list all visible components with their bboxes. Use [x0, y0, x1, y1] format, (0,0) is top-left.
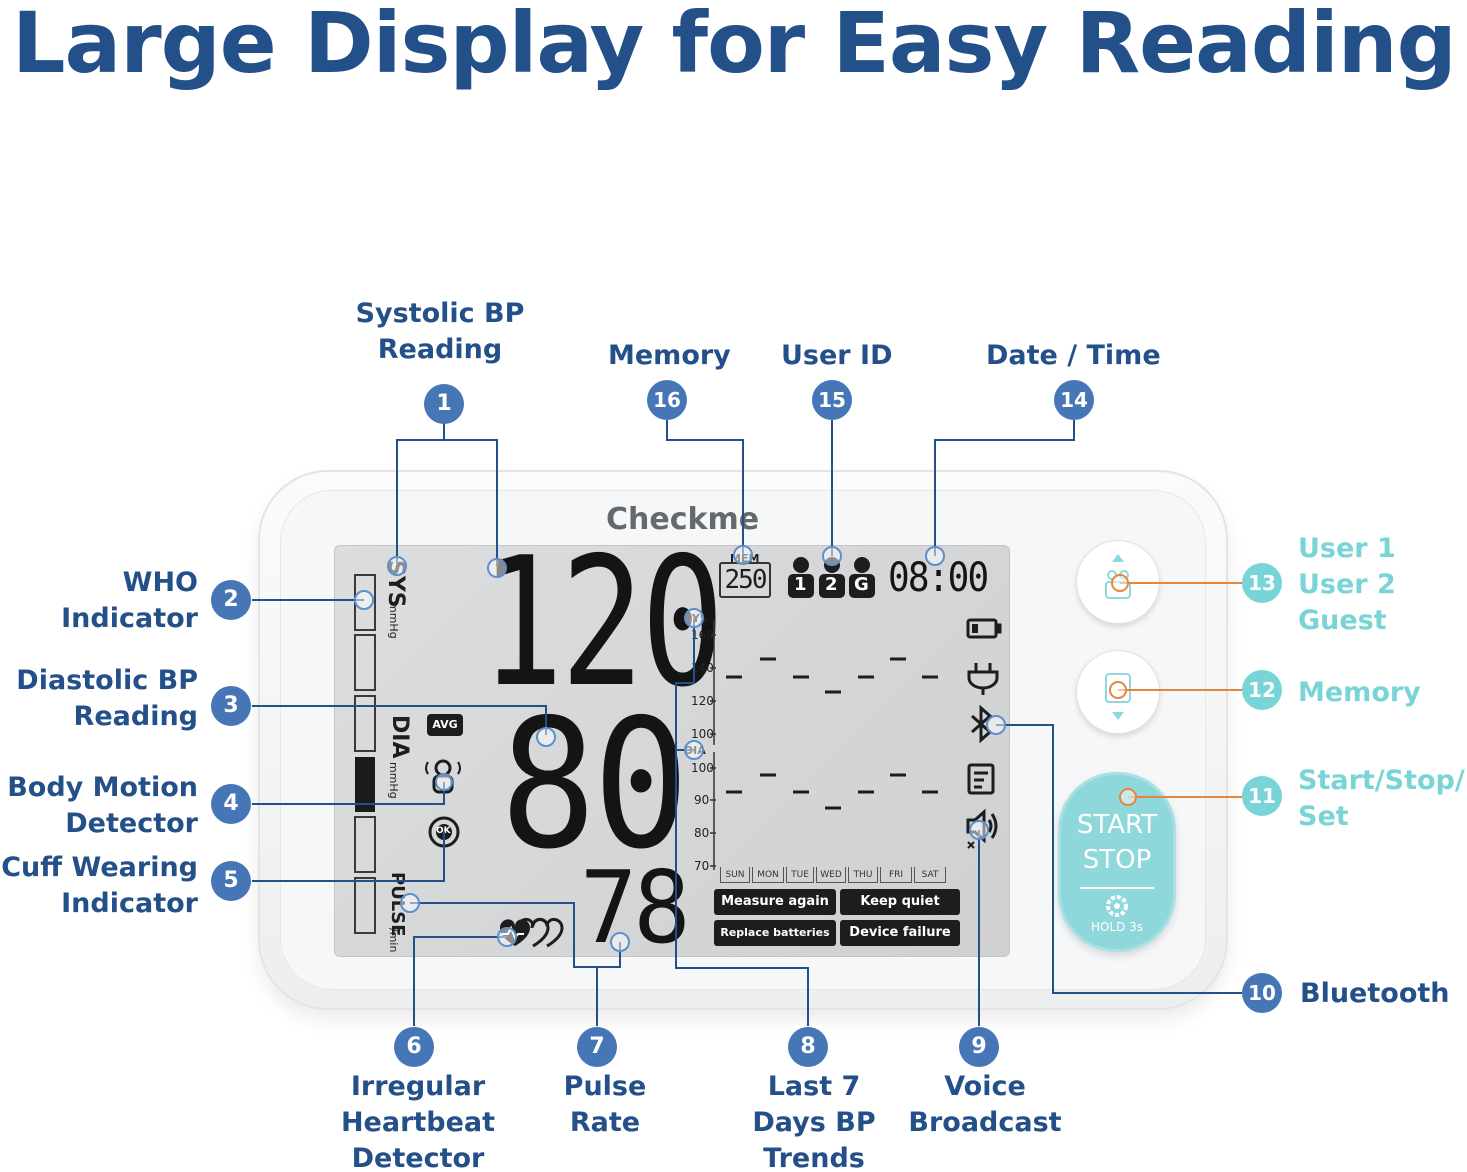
msg-keep-quiet: Keep quiet [840, 889, 960, 915]
callout-label-8: Last 7 Days BP Trends [752, 1071, 876, 1172]
user-1-label: 1 [794, 574, 807, 595]
callout-badge-10: 10 [1242, 973, 1282, 1013]
callout-badge-5: 5 [211, 861, 251, 901]
callout-badge-11: 11 [1242, 776, 1282, 816]
sys-reading: 120 [480, 519, 725, 726]
callout-badge-3: 3 [211, 686, 251, 726]
callout-label-6: Irregular Heartbeat Detector [340, 1071, 496, 1172]
msg-replace-batteries: Replace batteries [714, 920, 836, 946]
avg-badge: AVG [427, 714, 463, 736]
callout-label-4: Body Motion Detector [7, 772, 198, 839]
callout-label-11: Start/Stop/ Set [1298, 765, 1465, 832]
callout-label-7: Pulse Rate [563, 1071, 647, 1138]
day-fri: FRI [880, 867, 912, 883]
callout-label-12: Memory [1298, 677, 1421, 708]
callout-label-3: Diastolic BP Reading [16, 665, 198, 732]
memory-list-icon [967, 763, 995, 795]
speaker-icon [966, 808, 998, 849]
start-stop-button[interactable] [1058, 772, 1176, 952]
callout-label-2: WHO Indicator [61, 567, 198, 634]
callout-badge-15: 15 [812, 380, 852, 420]
callout-badge-1: 1 [424, 384, 464, 424]
day-thu: THU [848, 867, 878, 883]
callout-badge-2: 2 [211, 580, 251, 620]
dia-tick-70: 70 [694, 859, 710, 873]
dia-tick-100: 100 [691, 761, 714, 775]
dia-tick-80: 80 [694, 826, 710, 840]
dia-reading: 80 [500, 681, 689, 888]
sys-tick-140: 140 [691, 661, 714, 675]
dia-tick-90: 90 [694, 793, 710, 807]
day-sun: SUN [720, 867, 750, 883]
callout-badge-9: 9 [959, 1027, 999, 1067]
user-2-label: 2 [825, 574, 838, 595]
pulse-reading: 78 [580, 849, 691, 966]
brand-logo: Checkme [606, 502, 760, 537]
stop-label: STOP [1082, 845, 1152, 875]
callout-badge-7: 7 [577, 1027, 617, 1067]
cuff-ok-label: OK [436, 826, 451, 836]
callout-label-15: User ID [781, 340, 893, 371]
callout-label-1: Systolic BP Reading [355, 298, 525, 365]
day-sat: SAT [914, 867, 946, 883]
msg-device-failure: Device failure [840, 920, 960, 946]
guest-label: G [854, 574, 869, 595]
callout-label-14: Date / Time [986, 340, 1161, 371]
callout-badge-12: 12 [1242, 670, 1282, 710]
callout-label-13: User 1 User 2 Guest [1298, 533, 1396, 636]
callout-badge-8: 8 [788, 1027, 828, 1067]
sys-tick-100: 100 [691, 727, 714, 741]
callout-label-10: Bluetooth [1300, 978, 1450, 1009]
msg-measure-again: Measure again [714, 889, 836, 915]
battery-icon [966, 618, 1002, 639]
page-title: Large Display for Easy Reading [12, 0, 1457, 92]
callout-badge-16: 16 [647, 380, 687, 420]
lcd-screen [334, 545, 1010, 957]
callout-label-16: Memory [608, 340, 731, 371]
callout-badge-13: 13 [1242, 563, 1282, 603]
day-mon: MON [752, 867, 784, 883]
callout-label-5: Cuff Wearing Indicator [1, 852, 198, 919]
sys-tick-160: 160 [691, 628, 714, 642]
callout-badge-14: 14 [1054, 380, 1094, 420]
start-label: START [1076, 810, 1158, 840]
sys-tick-120: 120 [691, 694, 714, 708]
callout-badge-6: 6 [394, 1027, 434, 1067]
callout-badge-4: 4 [211, 784, 251, 824]
day-wed: WED [816, 867, 846, 883]
hold-label: HOLD 3s [1090, 920, 1144, 934]
power-plug-icon [967, 663, 999, 695]
callout-label-9: Voice Broadcast [908, 1071, 1062, 1138]
day-tue: TUE [786, 867, 814, 883]
